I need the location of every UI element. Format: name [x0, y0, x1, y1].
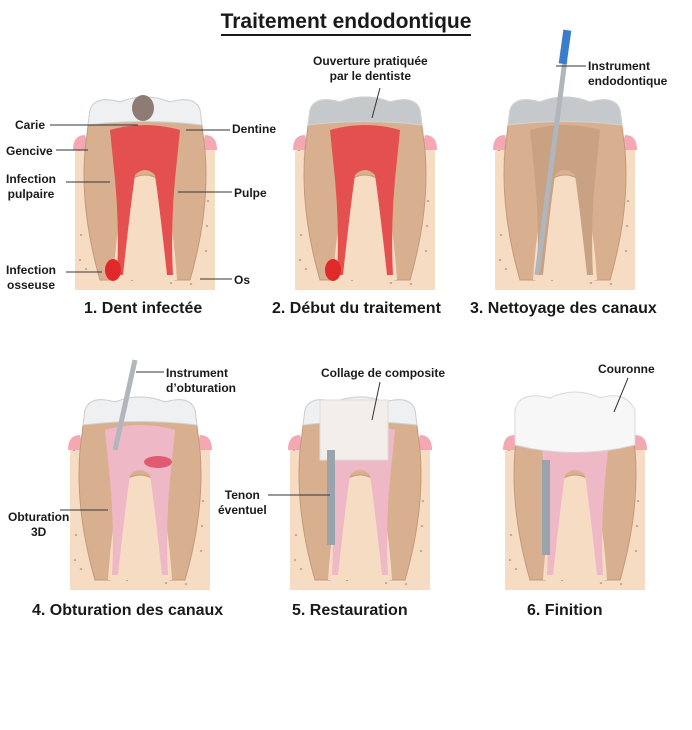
bone-pore — [421, 500, 425, 502]
caption-step-4: 4. Obturation des canaux — [32, 602, 224, 619]
bone-pore — [384, 582, 388, 584]
step-5-panel — [280, 390, 510, 730]
pulp — [540, 425, 610, 575]
label-couronne: Couronne — [598, 362, 655, 376]
bone-pore — [404, 583, 408, 585]
endodontic-file — [534, 59, 568, 276]
bone-pore — [201, 500, 205, 502]
pulp — [530, 125, 600, 275]
bone-pore — [409, 283, 413, 285]
caption-step-3: 3. Nettoyage des canaux — [470, 300, 657, 317]
bone-pore — [619, 583, 623, 585]
tooth-restoration-illustration — [288, 396, 432, 590]
label-os: Os — [234, 273, 251, 287]
bone-pore — [624, 250, 628, 252]
bone-pore — [164, 582, 168, 584]
step-2-panel — [285, 90, 515, 430]
step-4-panel — [60, 359, 290, 730]
tooth-crown-illustration — [503, 391, 647, 590]
crown — [514, 391, 636, 453]
bone-pore — [509, 534, 513, 536]
pulp — [330, 125, 400, 275]
bone-pore — [294, 534, 298, 536]
bone-pore — [189, 283, 193, 285]
step-6-panel — [495, 390, 692, 730]
bone-pore — [79, 568, 83, 570]
bone-pore — [389, 282, 393, 284]
caption-step-6: 6. Finition — [527, 602, 603, 619]
bone-pore — [420, 525, 424, 527]
step-3-panel — [485, 29, 692, 430]
pulp — [110, 125, 180, 275]
bone-pore — [504, 268, 508, 270]
bone-pore — [425, 225, 429, 227]
bone-pore — [206, 200, 210, 202]
bone-pore — [498, 259, 502, 261]
post — [542, 460, 550, 555]
bone-pore — [199, 550, 203, 552]
pulp — [325, 425, 395, 575]
caries — [132, 95, 154, 121]
bone-pore — [204, 250, 208, 252]
bone-pore — [304, 268, 308, 270]
step-1-panel — [65, 90, 295, 430]
tooth-opening-illustration — [293, 96, 437, 290]
bone-infection — [325, 259, 341, 281]
tooth-enamel — [507, 96, 623, 126]
gutta-percha-cap — [144, 456, 172, 468]
bone-infection — [105, 259, 121, 281]
diagram-title: Traitement endodontique — [0, 10, 692, 36]
label-carie: Carie — [15, 118, 46, 132]
caption-step-2: 2. Début du traitement — [272, 300, 441, 317]
label-dentine: Dentine — [232, 122, 277, 136]
bone-pore — [424, 250, 428, 252]
post — [327, 450, 335, 545]
bone-pore — [293, 559, 297, 561]
tooth-enamel — [82, 396, 198, 426]
bone-pore — [184, 583, 188, 585]
obturation-instrument — [112, 359, 138, 451]
tooth-enamel — [307, 96, 423, 126]
tooth-filling-illustration — [68, 359, 212, 590]
bone-pore — [298, 259, 302, 261]
bone-pore — [169, 282, 173, 284]
bone-pore — [589, 282, 593, 284]
bone-pore — [499, 234, 503, 236]
bone-pore — [419, 550, 423, 552]
bone-pore — [508, 559, 512, 561]
bone-pore — [205, 225, 209, 227]
tooth-cleaning-illustration — [493, 29, 637, 290]
bone-pore — [625, 225, 629, 227]
caption-step-1: 1. Dent infectée — [84, 300, 203, 317]
bone-pore — [73, 559, 77, 561]
label-gencive: Gencive — [6, 144, 53, 158]
file-handle — [558, 29, 572, 65]
bone-pore — [200, 525, 204, 527]
bone-pore — [78, 259, 82, 261]
bone-pore — [514, 568, 518, 570]
bone-pore — [609, 283, 613, 285]
bone-pore — [84, 268, 88, 270]
label-pulpe: Pulpe — [234, 186, 267, 200]
bone-pore — [299, 234, 303, 236]
label-collage-composite: Collage de composite — [321, 366, 446, 380]
tooth-infected-illustration — [73, 95, 217, 290]
bone-pore — [634, 550, 638, 552]
bone-pore — [79, 234, 83, 236]
bone-pore — [599, 582, 603, 584]
bone-pore — [636, 500, 640, 502]
caption-step-5: 5. Restauration — [292, 602, 408, 619]
bone-pore — [626, 200, 630, 202]
bone-pore — [74, 534, 78, 536]
bone-pore — [635, 525, 639, 527]
bone-pore — [426, 200, 430, 202]
bone-pore — [299, 568, 303, 570]
